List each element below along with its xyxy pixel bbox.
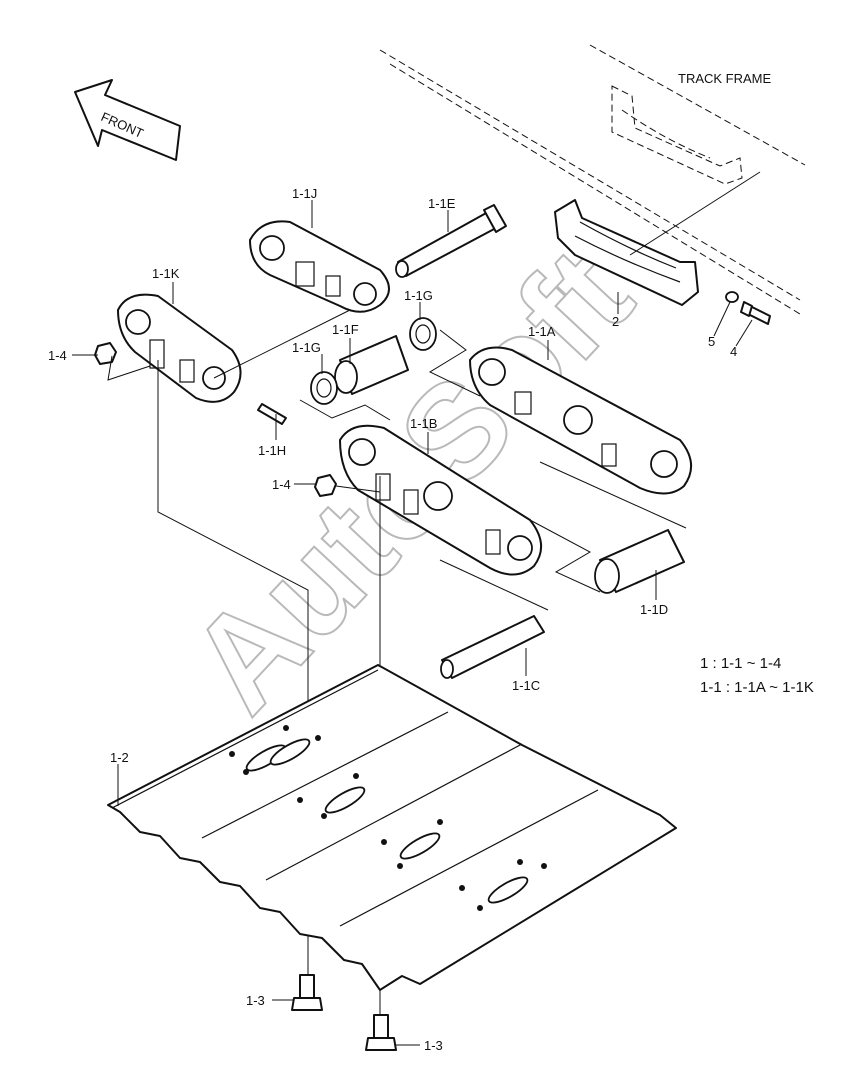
callout-4: 4 <box>730 344 737 359</box>
callout-1-1A: 1-1A <box>528 324 556 339</box>
callout-1-4-mid: 1-4 <box>272 477 291 492</box>
callout-1-4-top: 1-4 <box>48 348 67 363</box>
bolt-part <box>740 301 771 325</box>
callout-1-1G-left: 1-1G <box>292 340 321 355</box>
callout-1-1B: 1-1B <box>410 416 437 431</box>
pin-1-1E <box>395 204 507 278</box>
track-link-1-1B <box>339 424 542 576</box>
front-arrow-icon: FRONT <box>74 79 181 161</box>
seal-1-1G-left <box>310 371 338 405</box>
track-link-1-1K <box>117 293 242 403</box>
bushing-1-1D <box>594 529 685 594</box>
callout-1-1K: 1-1K <box>152 266 180 281</box>
callout-2: 2 <box>612 314 619 329</box>
callout-1-1H: 1-1H <box>258 443 286 458</box>
nut-1-4-top <box>94 342 117 365</box>
bolt-1-3-lower <box>365 1014 397 1051</box>
track-shoe-assembly-1-2 <box>107 664 677 991</box>
callout-1-2: 1-2 <box>110 750 129 765</box>
pin-1-1C <box>440 615 545 679</box>
track-frame-label: TRACK FRAME <box>678 71 772 86</box>
callout-1-1F: 1-1F <box>332 322 359 337</box>
callout-1-1G-top: 1-1G <box>404 288 433 303</box>
bolt-1-3-upper <box>291 974 323 1011</box>
callout-leaders <box>72 200 753 1046</box>
seal-1-1G-top <box>409 317 437 351</box>
track-guard <box>554 171 761 306</box>
washer-part <box>725 291 739 303</box>
track-link-1-1A <box>469 346 692 495</box>
callout-5: 5 <box>708 334 715 349</box>
callout-1-3-lower: 1-3 <box>424 1038 443 1053</box>
nut-1-4-mid <box>314 474 337 497</box>
callout-1-3-upper: 1-3 <box>246 993 265 1008</box>
callout-1-1D: 1-1D <box>640 602 668 617</box>
cotter-pin-1-1H <box>257 403 287 425</box>
track-frame <box>379 44 806 315</box>
callout-1-1E: 1-1E <box>428 196 456 211</box>
bushing-1-1F <box>334 335 409 395</box>
callout-1-1J: 1-1J <box>292 186 317 201</box>
legend-line-1: 1 : 1-1 ~ 1-4 <box>700 655 781 672</box>
track-link-1-1J <box>249 220 390 313</box>
callout-1-1C: 1-1C <box>512 678 540 693</box>
legend-line-2: 1-1 : 1-1A ~ 1-1K <box>700 679 814 696</box>
